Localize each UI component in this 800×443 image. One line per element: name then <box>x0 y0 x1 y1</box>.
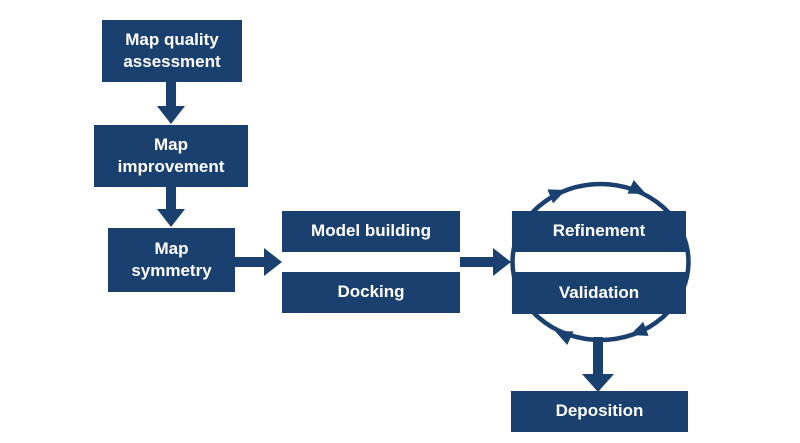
node-docking: Docking <box>282 272 460 313</box>
connector-symmetry-to-modeling <box>234 257 265 267</box>
cycle-arrowhead-bottom-left-icon <box>555 331 574 345</box>
connector-improvement-to-symmetry <box>166 186 176 210</box>
node-refinement: Refinement <box>512 211 686 252</box>
node-validation: Validation <box>512 272 686 314</box>
cycle-arrowhead-top-right-icon <box>627 180 646 194</box>
cycle-ellipse <box>510 181 691 343</box>
cycle-arrowhead-bottom-right-icon <box>630 321 649 336</box>
connector-cycle-to-deposition <box>593 337 603 375</box>
arrow-right-icon <box>264 248 282 276</box>
node-deposition: Deposition <box>511 391 688 432</box>
arrow-right-icon <box>493 248 511 276</box>
arrow-down-icon <box>157 106 185 124</box>
refinement-validation-cycle <box>510 180 691 345</box>
node-map-symmetry: Map symmetry <box>108 228 235 292</box>
arrow-down-icon <box>157 209 185 227</box>
node-map-quality-assessment: Map quality assessment <box>102 20 242 82</box>
node-map-improvement: Map improvement <box>94 125 248 187</box>
arrow-down-icon <box>582 374 614 392</box>
node-model-building: Model building <box>282 211 460 252</box>
cycle-arrowhead-top-left-icon <box>547 189 566 204</box>
connector-quality-to-improvement <box>166 82 176 107</box>
connector-modeling-to-refinement <box>460 257 494 267</box>
